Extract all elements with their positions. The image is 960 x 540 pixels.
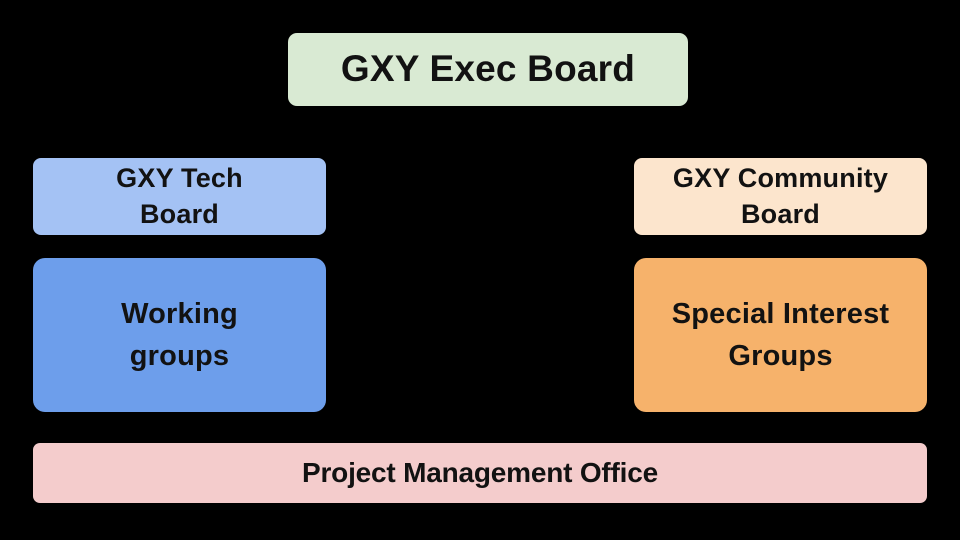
node-project-management-office: Project Management Office	[33, 443, 927, 503]
node-tech-board-label: GXY Tech Board	[116, 162, 243, 229]
node-working-groups: Working groups	[33, 258, 326, 412]
node-special-interest-groups-label: Special Interest Groups	[671, 297, 890, 372]
node-community-board: GXY Community Board	[634, 158, 927, 235]
node-exec-board-label: GXY Exec Board	[340, 48, 636, 90]
node-community-board-label: GXY Community Board	[672, 162, 889, 229]
node-special-interest-groups: Special Interest Groups	[634, 258, 927, 412]
node-exec-board: GXY Exec Board	[288, 33, 688, 106]
node-tech-board: GXY Tech Board	[33, 158, 326, 235]
node-project-management-office-label: Project Management Office	[302, 456, 658, 488]
node-working-groups-label: Working groups	[121, 297, 238, 372]
